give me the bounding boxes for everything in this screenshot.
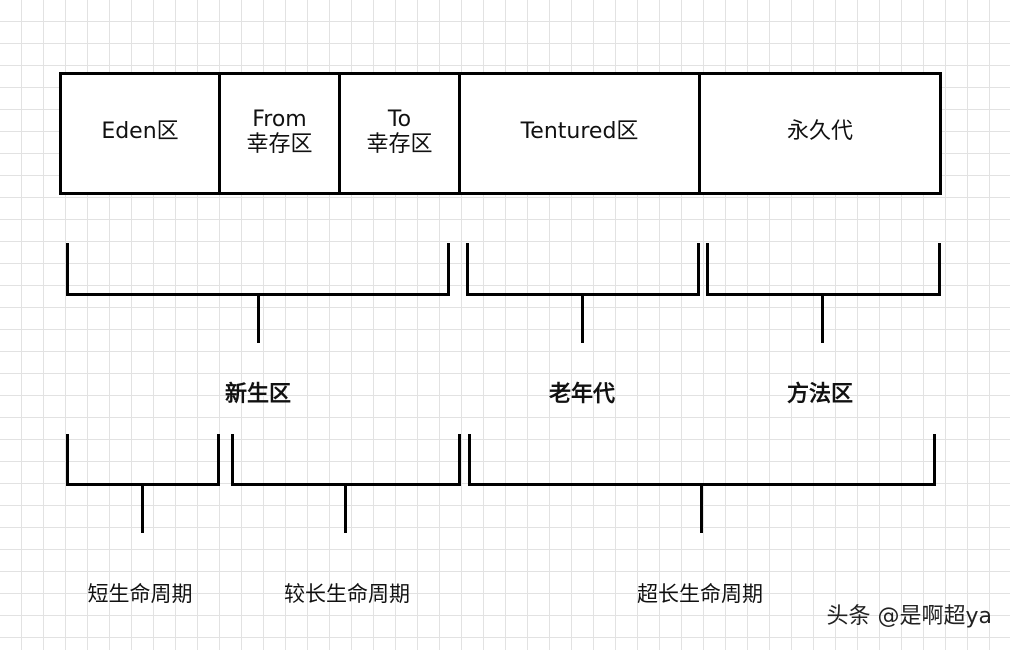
very-long-lifecycle-bracket [468,434,936,486]
short-lifecycle-bracket [66,434,220,486]
young-generation-stem [257,293,260,343]
short-lifecycle-label: 短生命周期 [87,582,193,606]
short-lifecycle-stem [141,483,144,533]
very-long-lifecycle-label: 超长生命周期 [637,582,763,606]
method-area-bracket [706,243,941,296]
very-long-lifecycle-stem [700,483,703,533]
old-generation-bracket [466,243,700,296]
young-generation-bracket [66,243,450,296]
tenured-region: Tentured区 [461,75,701,192]
memory-layout-bar: Eden区 From 幸存区 To 幸存区 Tentured区 永久代 [59,72,942,195]
from-survivor-region: From 幸存区 [221,75,341,192]
permanent-generation-region: 永久代 [786,119,853,144]
young-generation-label: 新生区 [224,382,291,407]
longer-lifecycle-label: 较长生命周期 [284,582,410,606]
longer-lifecycle-bracket [231,434,461,486]
watermark-text: 头条 @是啊超ya [826,604,993,629]
to-survivor-region: To 幸存区 [341,75,461,192]
method-area-label: 方法区 [786,382,853,407]
longer-lifecycle-stem [344,483,347,533]
old-generation-label: 老年代 [548,382,615,407]
eden-region: Eden区 [62,75,221,192]
old-generation-stem [581,293,584,343]
method-area-stem [821,293,824,343]
